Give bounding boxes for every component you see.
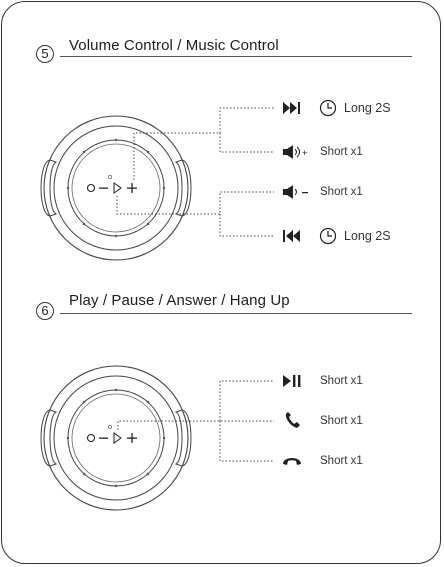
clock-icon bbox=[321, 229, 336, 244]
press-label-answer: Short x1 bbox=[320, 415, 363, 427]
volume-down-icon bbox=[283, 185, 308, 199]
press-label-hang-up: Short x1 bbox=[320, 455, 363, 467]
answer-call-icon bbox=[286, 412, 300, 428]
hang-up-icon bbox=[283, 458, 301, 465]
play-pause-icon bbox=[283, 375, 300, 387]
svg-text:+: + bbox=[302, 148, 307, 158]
press-label-next: Long 2S bbox=[344, 101, 391, 115]
device-2-buttons bbox=[88, 433, 138, 443]
device-1-buttons bbox=[88, 183, 138, 193]
next-track-icon bbox=[283, 102, 300, 114]
connectors-5 bbox=[117, 108, 274, 236]
press-label-play-pause: Short x1 bbox=[320, 375, 363, 387]
previous-track-icon bbox=[283, 230, 300, 242]
clock-icon bbox=[321, 101, 336, 116]
volume-up-icon: + bbox=[283, 145, 307, 159]
press-label-previous: Long 2S bbox=[344, 229, 391, 243]
press-label-volume-down: Short x1 bbox=[320, 186, 363, 198]
speaker-device-2 bbox=[41, 366, 191, 510]
connectors-6 bbox=[118, 381, 274, 461]
press-label-volume-up: Short x1 bbox=[320, 146, 363, 158]
speaker-device-1 bbox=[41, 116, 191, 260]
